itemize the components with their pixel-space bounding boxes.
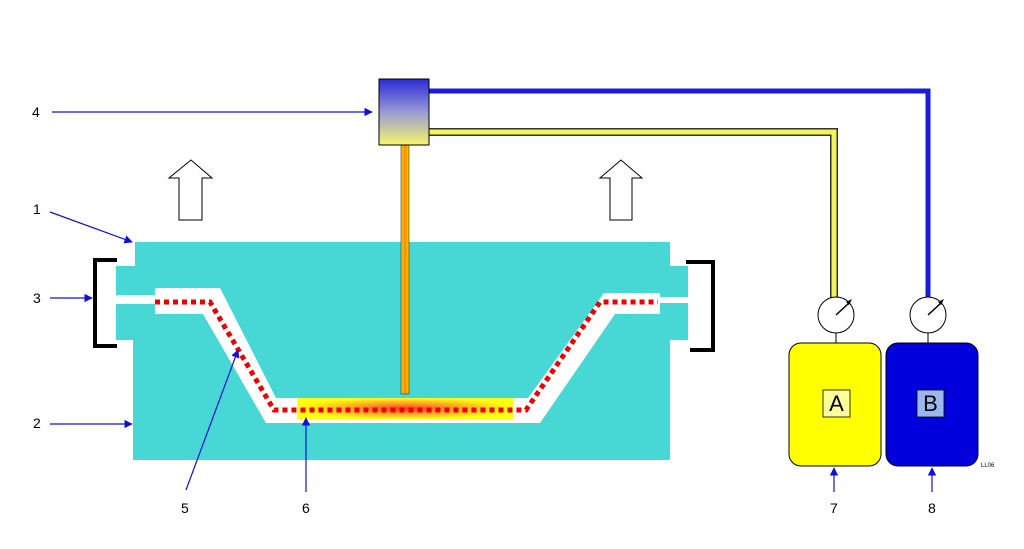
callout-6: 6 [302,500,310,516]
mixing-head [378,78,430,146]
tank-b-letter-box [916,389,945,418]
clamp-left [93,258,117,348]
callout-7: 7 [830,500,838,516]
tank-a-letter: A [829,391,844,416]
injection-pipe [400,144,410,395]
lift-arrow-left [167,159,214,221]
tank-a: A [788,342,882,467]
fibre-preform [155,299,658,413]
callout-4: 4 [32,104,40,120]
callout-1: 1 [33,201,41,217]
pointer-5 [185,349,240,491]
gauge-b [909,296,947,344]
hose-a-fill [429,129,837,300]
gauge-b-needle [927,302,942,316]
corner-tag: LL06 [981,463,995,469]
hose-b [429,88,931,300]
part-zone [297,398,513,419]
gauge-a [817,296,855,344]
tank-a-letter-box [822,389,851,418]
tank-b: B [885,342,979,467]
tank-b-letter: B [923,391,938,416]
pointer-1 [49,211,133,244]
lift-arrow-right [598,159,644,221]
callout-5: 5 [181,500,189,516]
gauge-a-needle [835,302,850,316]
callout-3: 3 [33,290,41,306]
mold-cavity [102,288,705,423]
clamp-right [686,260,715,352]
callout-2: 2 [33,415,41,431]
callout-8: 8 [928,500,936,516]
